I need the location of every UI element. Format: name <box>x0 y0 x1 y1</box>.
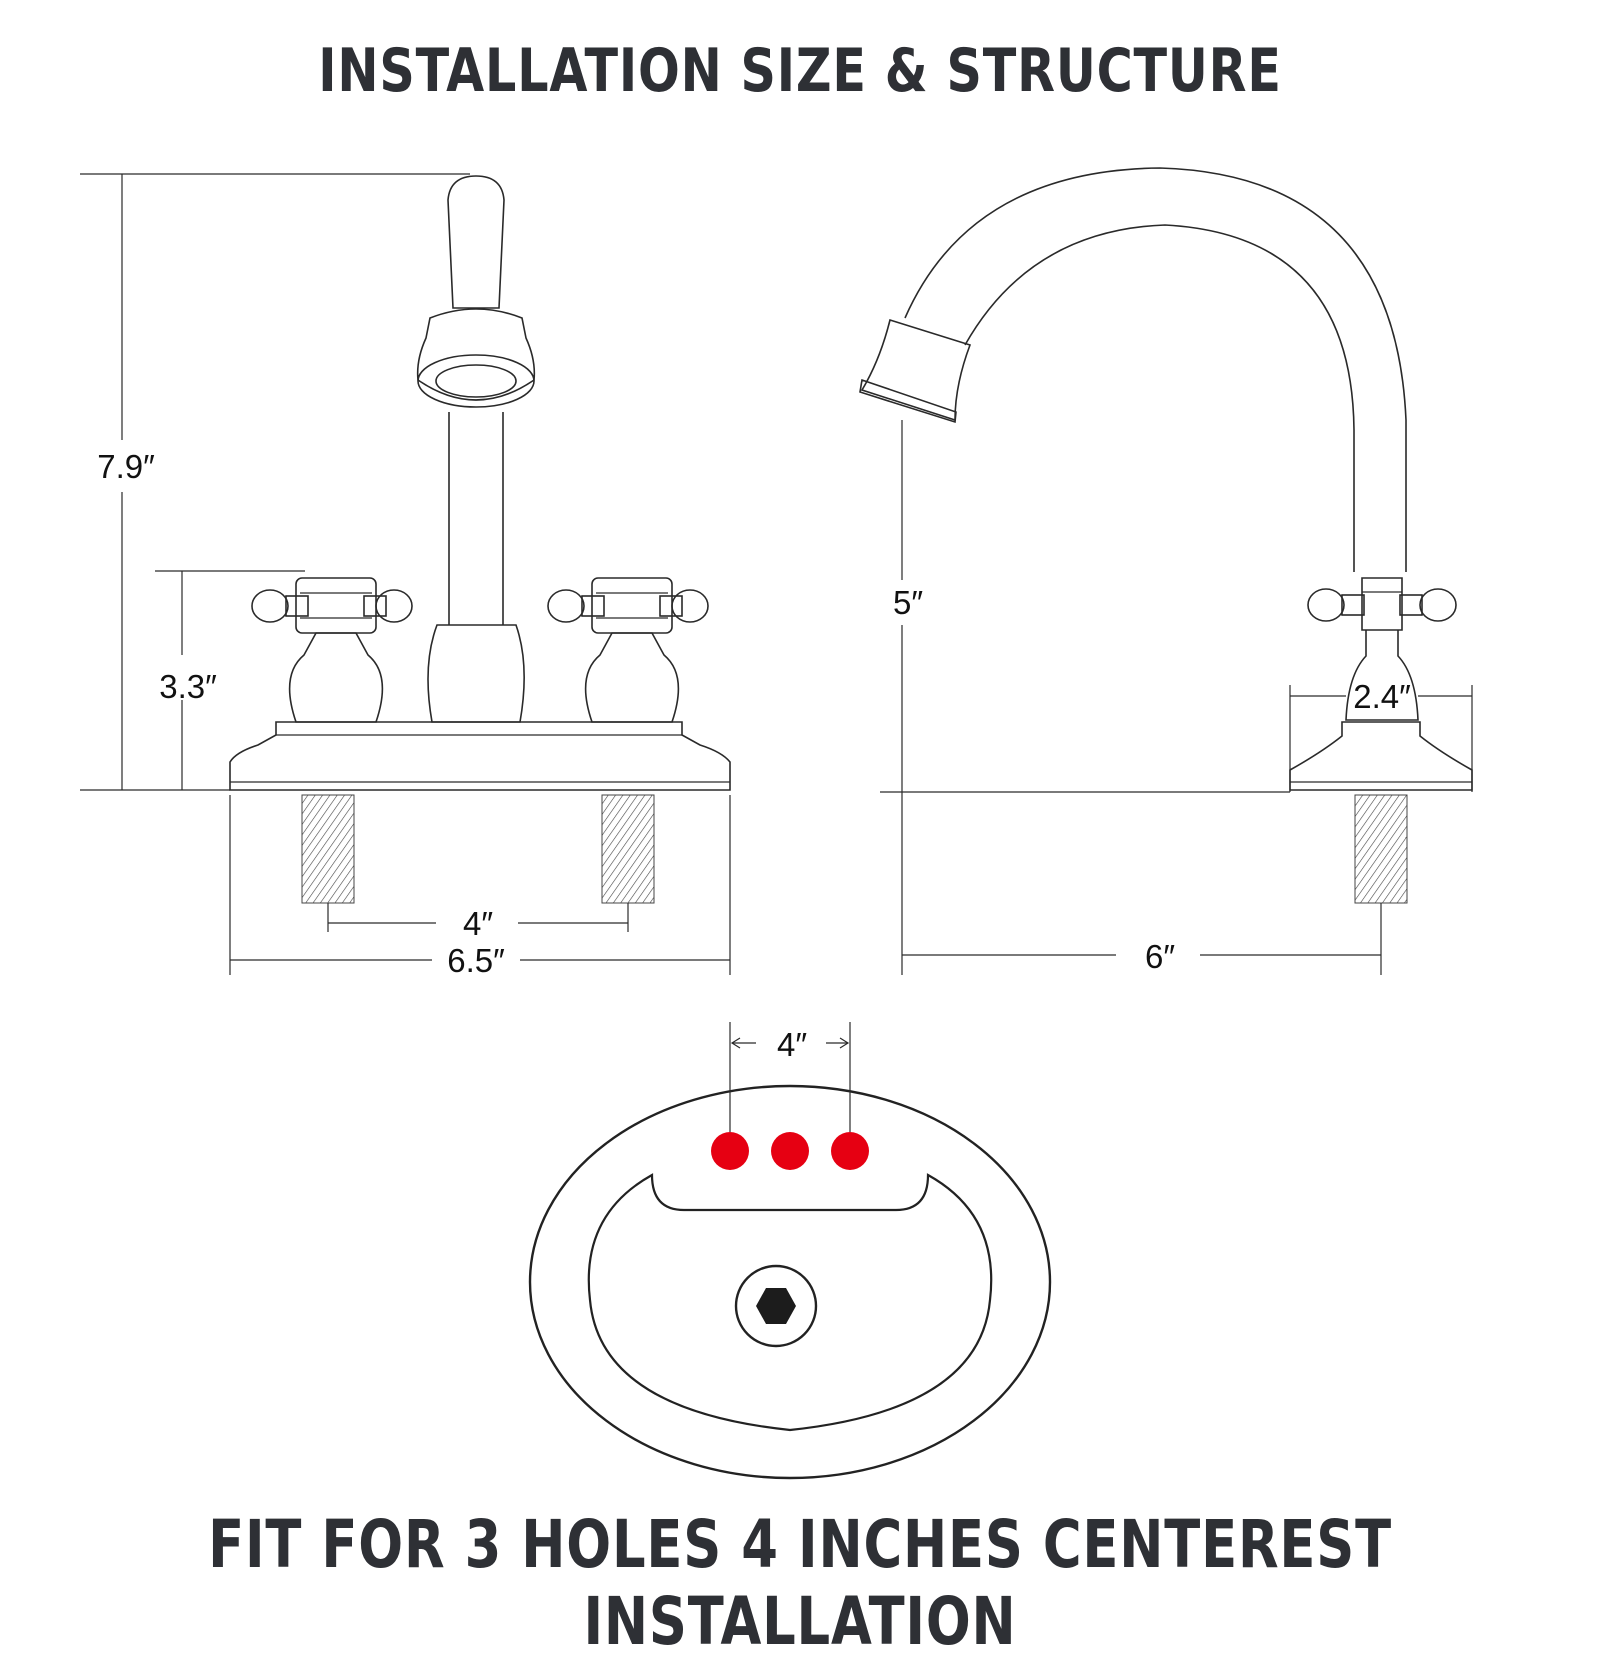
side-base <box>1289 721 1473 791</box>
handle-height-label: 3.3″ <box>159 668 217 705</box>
total-height-label: 7.9″ <box>97 448 155 485</box>
sink-basin <box>587 1173 993 1432</box>
spout-riser <box>448 412 504 625</box>
footer-caption: FIT FOR 3 HOLES 4 INCHES CENTEREST INSTA… <box>208 1506 1392 1660</box>
gooseneck-outer <box>904 167 1407 572</box>
faucet-hole-left <box>711 1132 749 1170</box>
drain <box>734 1264 818 1348</box>
spout-reach-label: 6″ <box>1145 938 1175 975</box>
page-title: INSTALLATION SIZE & STRUCTURE <box>318 36 1282 106</box>
arrow-left-icon <box>730 1037 741 1049</box>
side-view: 5″ 2.4″ 6″ <box>859 167 1473 975</box>
faucet-hole-right <box>831 1132 869 1170</box>
side-aerator <box>860 318 972 422</box>
faucet-hole-center <box>771 1132 809 1170</box>
sink-rim <box>528 1084 1052 1480</box>
drain-hex-icon <box>756 1288 796 1324</box>
spout-base-collar <box>427 624 525 723</box>
base-width-label: 6.5″ <box>447 942 505 979</box>
installation-diagram: 7.9″ 3.3″ 4″ 6.5″ <box>80 167 1473 1480</box>
right-cross-handle <box>547 577 709 723</box>
base-depth-label: 2.4″ <box>1353 678 1411 715</box>
hole-spacing-label: 4″ <box>463 905 493 942</box>
gooseneck-inner <box>964 224 1355 572</box>
left-threaded-shank <box>301 794 355 904</box>
front-view: 7.9″ 3.3″ 4″ 6.5″ <box>80 173 731 979</box>
sink-hole-spacing-label: 4″ <box>777 1026 807 1063</box>
base-plate <box>229 721 731 791</box>
spout-height-label: 5″ <box>893 584 923 621</box>
left-cross-handle <box>251 577 413 723</box>
sink-top-view: 4″ <box>528 1022 1052 1480</box>
arrow-right-icon <box>839 1037 850 1049</box>
right-threaded-shank <box>601 794 655 904</box>
side-cross-handle <box>1307 577 1457 721</box>
spout-top <box>447 175 505 309</box>
side-threaded-shank <box>1354 794 1408 904</box>
